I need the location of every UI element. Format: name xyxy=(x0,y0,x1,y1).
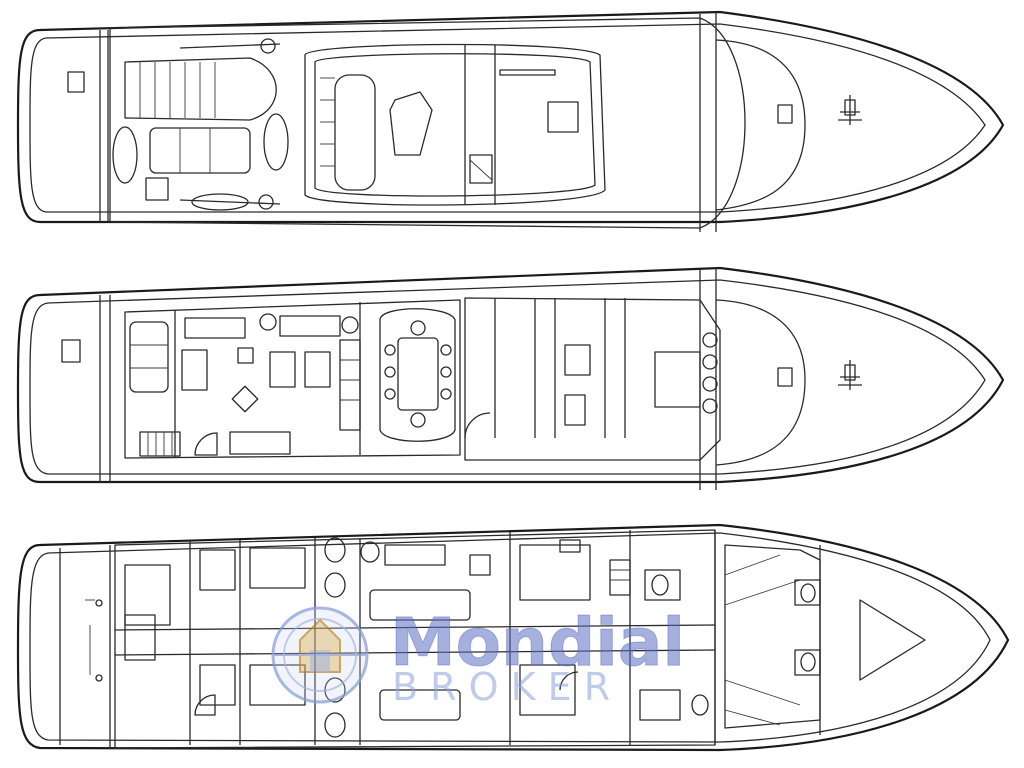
main-deck-plan xyxy=(16,266,1005,490)
watermark-brand: Mondial xyxy=(390,604,685,681)
watermark-subtitle: B R O K E R xyxy=(392,665,610,709)
mondial-logo-icon xyxy=(271,606,369,704)
mondial-broker-watermark: Mondial B R O K E R xyxy=(271,604,686,709)
sun-deck-plan xyxy=(16,10,1005,232)
sun-deck-hull-outline xyxy=(16,10,1005,224)
main-deck-hull-outline xyxy=(16,266,1005,484)
lower-deck-plan xyxy=(16,523,1010,752)
sun-deck-inner-gunwale xyxy=(29,23,986,213)
lower-deck-hull-outline xyxy=(16,523,1010,752)
